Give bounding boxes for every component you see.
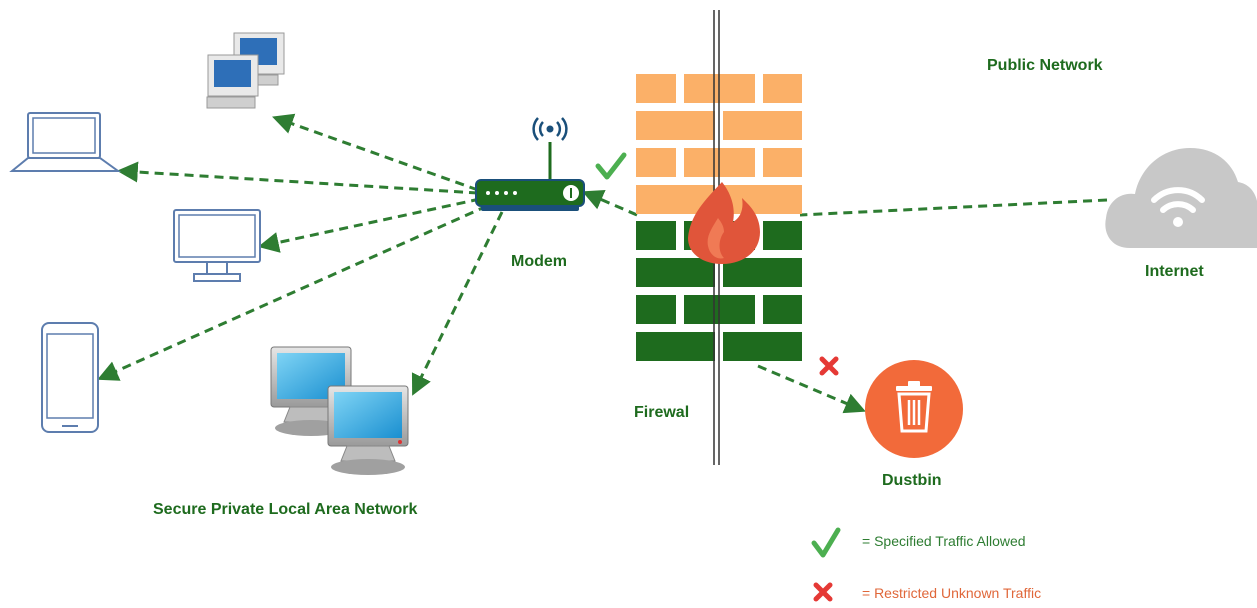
link-modem-to-desktops-large <box>411 211 504 396</box>
link-firewall-to-dustbin <box>757 364 866 414</box>
modem-icon <box>475 117 585 211</box>
cross-icon <box>819 356 839 376</box>
legend-restricted-text: = Restricted Unknown Traffic <box>862 585 1042 601</box>
smartphone-icon <box>41 322 99 433</box>
monitor-icon <box>173 209 261 282</box>
desktop-pair-small-icon <box>206 32 285 109</box>
link-internet-to-firewall <box>799 198 1108 217</box>
link-modem-to-phone <box>97 204 488 381</box>
public-network-label: Public Network <box>987 57 1103 74</box>
legend-allowed-text: = Specified Traffic Allowed <box>862 533 1026 549</box>
legend-cross-icon <box>813 582 833 602</box>
flame-icon <box>688 182 760 264</box>
link-modem-to-desktops-small <box>272 113 479 192</box>
modem-label: Modem <box>511 253 567 270</box>
internet-label: Internet <box>1145 263 1204 280</box>
cloud-wifi-icon <box>1105 148 1257 248</box>
desktop-pair-large-icon <box>270 346 409 475</box>
dustbin-icon <box>865 360 963 458</box>
legend-check-icon <box>811 527 841 558</box>
link-modem-to-laptop <box>116 161 479 195</box>
link-modem-to-monitor <box>257 197 481 253</box>
lan-label: Secure Private Local Area Network <box>153 501 418 518</box>
firewall-label: Firewal <box>634 404 690 421</box>
check-icon <box>595 152 627 180</box>
laptop-icon <box>9 112 122 172</box>
link-firewall-to-modem <box>582 190 638 217</box>
dustbin-label: Dustbin <box>882 472 942 489</box>
connections <box>97 113 1108 414</box>
